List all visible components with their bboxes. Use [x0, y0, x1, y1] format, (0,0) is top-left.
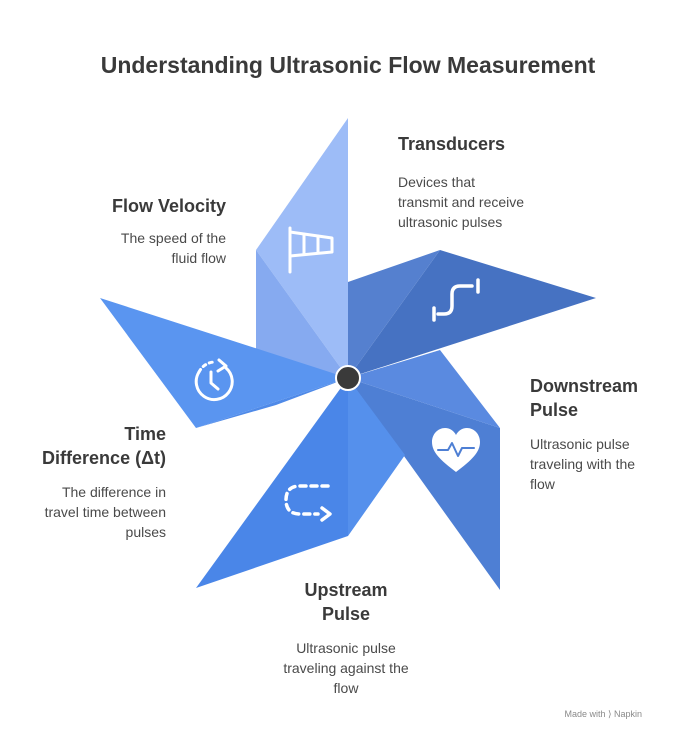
blade-upstream	[196, 378, 405, 588]
heartbeat-icon	[432, 428, 480, 472]
upstream-description: Ultrasonic pulse traveling against the f…	[283, 640, 409, 696]
downstream-description: Ultrasonic pulse traveling with the flow	[530, 436, 636, 492]
made-with-napkin-footer: Made with ⟩ Napkin	[564, 709, 642, 719]
time-difference-description: The difference in travel time between pu…	[44, 484, 166, 540]
transducers-title: Transducers	[398, 134, 506, 154]
blade-flow-velocity	[256, 118, 348, 378]
flow-velocity-title: Flow Velocity	[111, 196, 226, 216]
pipe-icon	[432, 278, 480, 322]
dashed-return-arrow-icon	[284, 484, 332, 522]
time-difference-title: Time Difference (Δt)	[42, 424, 166, 468]
page-title: Understanding Ultrasonic Flow Measuremen…	[100, 52, 596, 78]
blade-transducers	[348, 250, 596, 378]
downstream-title: Downstream Pulse	[530, 376, 639, 420]
flow-velocity-description: The speed of the fluid flow	[120, 230, 226, 266]
upstream-title: Upstream Pulse	[304, 580, 388, 624]
transducers-description: Devices that transmit and receive ultras…	[398, 174, 525, 230]
windsock-icon	[288, 226, 334, 274]
center-hub	[335, 365, 361, 391]
stopwatch-icon	[194, 358, 234, 402]
